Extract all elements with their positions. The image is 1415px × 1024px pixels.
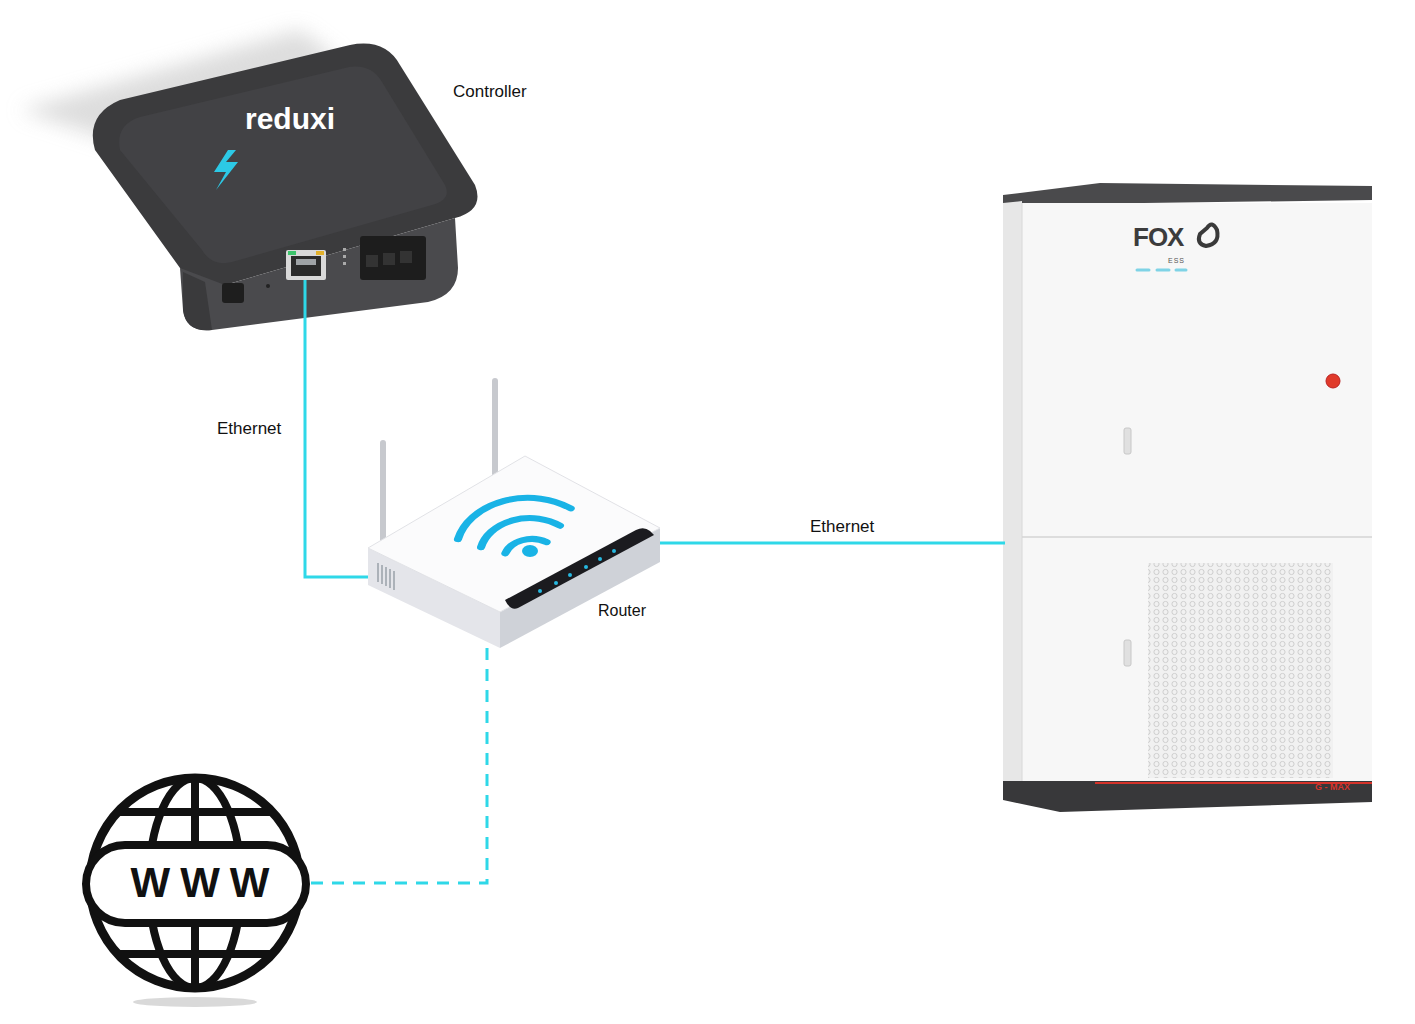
cabinet-node: FOX ESS G - MAX [1005,183,1373,813]
node-heading: Router [598,602,646,620]
router-node: Router [368,455,660,648]
node-heading: Controller [453,82,527,102]
globe-text: WWW [131,859,280,907]
ethernet-cable [660,542,1005,545]
edge-label: Ethernet [215,419,283,439]
globe-node: WWW [82,773,308,993]
internet-globe [86,778,306,1007]
model-name: G - MAX [1315,782,1350,792]
battery-cabinet [1003,183,1372,812]
dashed-link [308,648,487,883]
ethernet-cable [305,280,368,577]
edge-label: Ethernet [808,517,876,537]
brand-logo: FOX [1133,223,1183,253]
brand-subtitle: ESS [1168,257,1185,265]
controller-device [20,30,478,330]
controller-node: reduxiController [85,40,480,280]
brand-logo: reduxi [245,102,335,137]
router-device [368,378,660,648]
